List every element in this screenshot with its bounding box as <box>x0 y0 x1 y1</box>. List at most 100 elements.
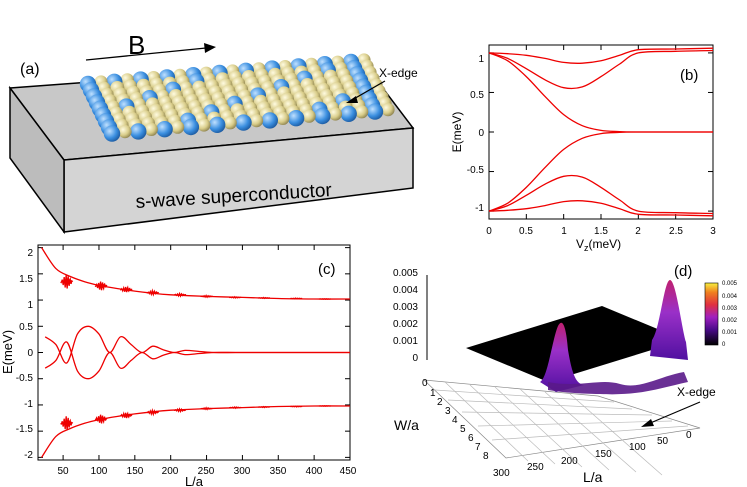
atom <box>223 116 237 130</box>
atom <box>249 114 264 128</box>
l-tick-label: 300 <box>493 468 510 479</box>
oscillation-burst <box>200 294 213 299</box>
atom <box>156 121 173 138</box>
x-tick-label: 2 <box>635 226 641 237</box>
y-tick-labels-c: 2 1.5 1 0.5 0 -0.5 -1 -1.5 -2 <box>16 248 34 461</box>
x-tick-label: 200 <box>162 466 179 477</box>
y-tick-labels-b: 1 0.5 0 -0.5 -1 <box>467 54 485 214</box>
atom-lattice <box>79 53 395 142</box>
oscillation-burst <box>229 406 242 410</box>
oscillation-burst <box>200 406 213 411</box>
x-tick-label: 50 <box>57 466 69 477</box>
z-tick-label: 0.002 <box>393 319 418 330</box>
panel-c: 50 100 150 200 250 300 350 400 450 2 1.5… <box>0 244 357 487</box>
edge-arrow-a <box>346 80 386 103</box>
y-axis-label-b: E(meV) <box>450 112 464 153</box>
panel-d-label: (d) <box>674 263 692 280</box>
x-tick-label: 150 <box>127 466 144 477</box>
y-tick-label: -1 <box>24 399 33 410</box>
floor-grid <box>423 379 701 476</box>
edge-arrow-d <box>641 401 701 427</box>
atom <box>261 112 278 129</box>
colorbar-tick: 0.003 <box>722 306 738 312</box>
atom <box>118 125 132 139</box>
w-tick-label: 1 <box>430 388 436 399</box>
colorbar-tick: 0 <box>722 342 726 348</box>
oscillation-burst <box>173 407 187 414</box>
colorbar-ticks: 0.005 0.004 0.003 0.002 0.001 0 <box>722 281 738 348</box>
colorbar-tick: 0.005 <box>722 281 738 287</box>
band-curve-3 <box>488 52 713 133</box>
z-tick-label: 0 <box>412 353 418 364</box>
oscillation-burst <box>290 405 303 408</box>
band-curve-4 <box>488 131 713 212</box>
y-tick-label: 1 <box>27 300 33 311</box>
band-curve-1 <box>488 47 714 64</box>
l-axis-label: L/a <box>583 469 603 485</box>
y-tick-label: 0.5 <box>470 90 484 101</box>
panel-a-label: (a) <box>20 61 40 78</box>
y-tick-label: 1 <box>478 54 484 65</box>
x-tick-label: 3 <box>710 226 716 237</box>
oscillation-burst <box>318 298 331 301</box>
curves-c <box>41 247 351 458</box>
y-tick-label: -0.5 <box>467 165 485 176</box>
atom <box>366 103 384 120</box>
bulk-band-1 <box>41 247 351 300</box>
x-tick-label: 1 <box>561 226 567 237</box>
l-tick-label: 100 <box>629 442 646 453</box>
edge-label-d: X-edge <box>677 385 716 399</box>
band-curve-5 <box>488 174 714 215</box>
oscillation-burst <box>318 404 331 407</box>
curves-b <box>488 47 714 217</box>
atom <box>355 105 369 119</box>
x-tick-label: 100 <box>91 466 108 477</box>
l-tick-label: 200 <box>561 456 578 467</box>
x-tick-labels-c: 50 100 150 200 250 300 350 400 450 <box>57 466 356 477</box>
peak-left-edge <box>650 280 688 360</box>
atom <box>130 123 147 140</box>
y-tick-label: -1.5 <box>16 424 34 435</box>
oscillation-burst <box>173 291 187 298</box>
band-curve-6 <box>488 200 714 217</box>
field-arrow <box>85 43 216 61</box>
atom <box>144 122 158 136</box>
density-plane <box>466 306 684 382</box>
majorana-mode-lower <box>44 341 350 380</box>
oscillation-burst <box>257 296 271 300</box>
x-tick-label: 0.5 <box>519 226 533 237</box>
oscillation-burst <box>94 414 108 425</box>
atom <box>235 114 252 131</box>
colorbar <box>704 282 719 346</box>
z-tick-label: 0.003 <box>393 302 418 313</box>
x-tick-label: 300 <box>234 466 251 477</box>
l-tick-label: 50 <box>657 436 669 447</box>
atom <box>103 125 121 142</box>
w-tick-label: 3 <box>445 406 451 417</box>
y-tick-label: -2 <box>24 450 33 461</box>
w-tick-label: 2 <box>437 397 443 408</box>
x-tick-label: 350 <box>270 466 287 477</box>
x-tick-label: 450 <box>340 466 357 477</box>
w-tick-label: 5 <box>460 424 466 435</box>
atom <box>197 118 211 132</box>
panel-a: (a) B s-wave superconductor X-edge <box>8 30 418 235</box>
oscillation-burst <box>119 411 133 419</box>
oscillation-burst <box>257 405 270 409</box>
x-axis-label-c: L/a <box>185 474 204 487</box>
oscillation-burst <box>60 416 74 431</box>
y-tick-label: 0 <box>478 128 484 139</box>
l-tick-labels: 300 250 200 150 100 50 0 <box>493 430 692 479</box>
z-tick-label: 0.004 <box>393 285 418 296</box>
edge-label-a: X-edge <box>379 66 418 80</box>
band-curve-2 <box>488 49 714 90</box>
y-tick-label: -0.5 <box>16 373 34 384</box>
atom <box>340 105 357 123</box>
atom <box>276 111 290 125</box>
l-tick-label: 0 <box>686 430 692 441</box>
x-tick-label: 1.5 <box>594 226 608 237</box>
colorbar-tick: 0.001 <box>722 330 738 336</box>
oscillation-burst <box>146 407 160 417</box>
l-tick-label: 250 <box>527 462 544 473</box>
